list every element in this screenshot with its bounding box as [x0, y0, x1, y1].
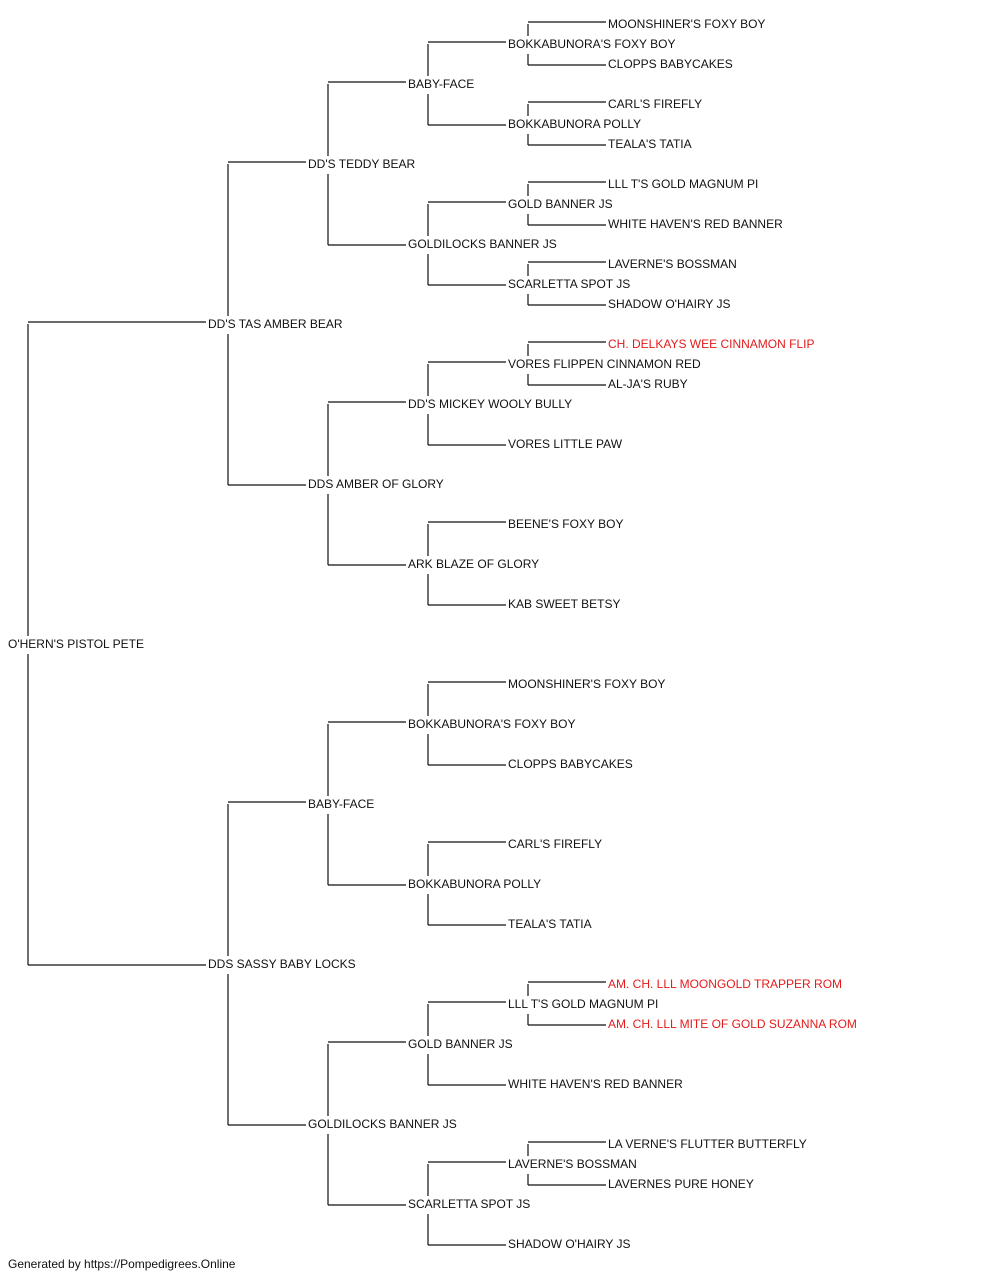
pedigree-node: BABY-FACE — [408, 77, 477, 91]
pedigree-node: MOONSHINER'S FOXY BOY — [608, 17, 768, 31]
footer-credit: Generated by https://Pompedigrees.Online — [8, 1257, 236, 1271]
pedigree-node: AL-JA'S RUBY — [608, 377, 690, 391]
pedigree-node: LLL T'S GOLD MAGNUM PI — [608, 177, 761, 191]
pedigree-node: BABY-FACE — [308, 797, 377, 811]
pedigree-node: CLOPPS BABYCAKES — [608, 57, 735, 71]
pedigree-node: CH. DELKAYS WEE CINNAMON FLIP — [608, 337, 817, 351]
pedigree-node: GOLD BANNER JS — [508, 197, 615, 211]
pedigree-node: TEALA'S TATIA — [608, 137, 694, 151]
pedigree-node: DD'S TEDDY BEAR — [308, 157, 418, 171]
pedigree-node: SCARLETTA SPOT JS — [408, 1197, 533, 1211]
pedigree-node: SHADOW O'HAIRY JS — [608, 297, 733, 311]
pedigree-node: CARL'S FIREFLY — [508, 837, 605, 851]
pedigree-node: CLOPPS BABYCAKES — [508, 757, 635, 771]
pedigree-node: MOONSHINER'S FOXY BOY — [508, 677, 668, 691]
pedigree-node: LA VERNE'S FLUTTER BUTTERFLY — [608, 1137, 809, 1151]
pedigree-node: LAVERNE'S BOSSMAN — [508, 1157, 639, 1171]
pedigree-node: GOLD BANNER JS — [408, 1037, 515, 1051]
pedigree-node: VORES FLIPPEN CINNAMON RED — [508, 357, 703, 371]
pedigree-node: WHITE HAVEN'S RED BANNER — [508, 1077, 685, 1091]
pedigree-node: VORES LITTLE PAW — [508, 437, 625, 451]
pedigree-node: TEALA'S TATIA — [508, 917, 594, 931]
pedigree-node: DD'S TAS AMBER BEAR — [208, 317, 345, 331]
pedigree-node: SHADOW O'HAIRY JS — [508, 1237, 633, 1251]
pedigree-node: BOKKABUNORA'S FOXY BOY — [408, 717, 578, 731]
pedigree-node: ARK BLAZE OF GLORY — [408, 557, 542, 571]
pedigree-node: AM. CH. LLL MITE OF GOLD SUZANNA ROM — [608, 1017, 859, 1031]
pedigree-node: LAVERNE'S BOSSMAN — [608, 257, 739, 271]
pedigree-node: LLL T'S GOLD MAGNUM PI — [508, 997, 661, 1011]
pedigree-node: DDS AMBER OF GLORY — [308, 477, 446, 491]
pedigree-node: DDS SASSY BABY LOCKS — [208, 957, 358, 971]
pedigree-node: KAB SWEET BETSY — [508, 597, 623, 611]
pedigree-node: DD'S MICKEY WOOLY BULLY — [408, 397, 575, 411]
pedigree-node: AM. CH. LLL MOONGOLD TRAPPER ROM — [608, 977, 845, 991]
pedigree-node: GOLDILOCKS BANNER JS — [308, 1117, 459, 1131]
pedigree-node: WHITE HAVEN'S RED BANNER — [608, 217, 785, 231]
pedigree-node: BOKKABUNORA'S FOXY BOY — [508, 37, 678, 51]
pedigree-node: BOKKABUNORA POLLY — [508, 117, 644, 131]
pedigree-node: LAVERNES PURE HONEY — [608, 1177, 756, 1191]
pedigree-node: SCARLETTA SPOT JS — [508, 277, 633, 291]
pedigree-node: CARL'S FIREFLY — [608, 97, 705, 111]
pedigree-node: GOLDILOCKS BANNER JS — [408, 237, 559, 251]
pedigree-node: BEENE'S FOXY BOY — [508, 517, 626, 531]
pedigree-node: O'HERN'S PISTOL PETE — [8, 637, 146, 651]
pedigree-node: BOKKABUNORA POLLY — [408, 877, 544, 891]
